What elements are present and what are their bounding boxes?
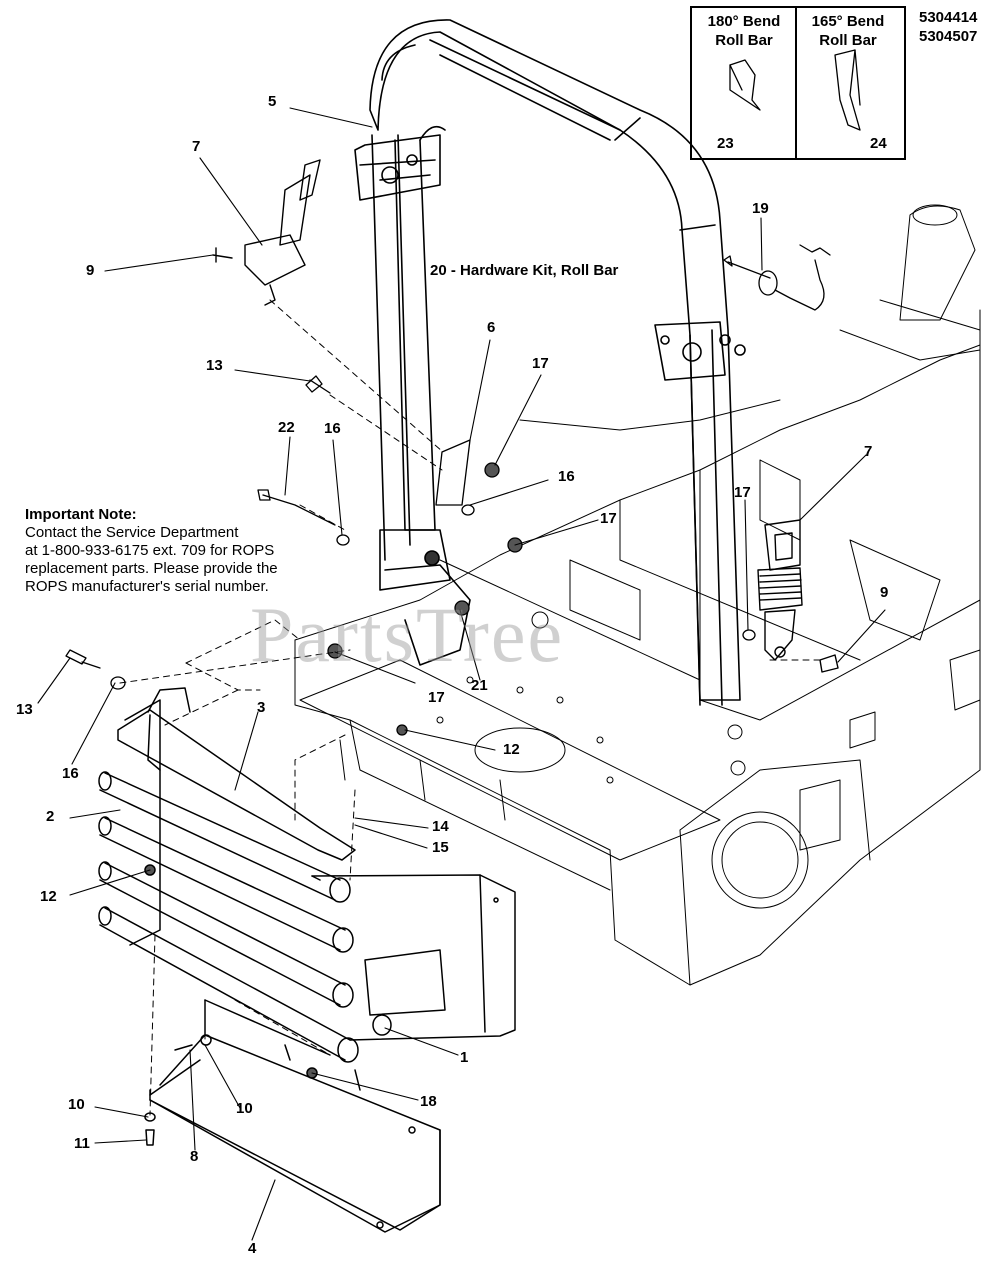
callout-10: 10 — [68, 1096, 85, 1113]
callout-5: 5 — [268, 93, 277, 110]
inset-divider — [795, 8, 797, 158]
callout-11: 11 — [74, 1135, 90, 1152]
important-note-line: ROPS manufacturer's serial number. — [25, 578, 269, 595]
inset-right-header: 165° Bend Roll Bar — [798, 12, 898, 50]
mower-frame — [294, 204, 981, 986]
callout-7: 7 — [192, 138, 201, 155]
important-note-line: replacement parts. Please provide the — [25, 560, 278, 577]
roll-bar-inset: 180° Bend Roll Bar 165° Bend Roll Bar 23… — [690, 6, 906, 160]
seat-belt-left — [212, 159, 321, 306]
callout-21: 21 — [471, 677, 488, 694]
roll-bar — [354, 19, 746, 706]
callout-13: 13 — [206, 357, 223, 374]
inset-left-header: 180° Bend Roll Bar — [694, 12, 794, 50]
inset-bends — [729, 49, 861, 131]
callout-9: 9 — [86, 262, 95, 279]
callout-3: 3 — [257, 699, 266, 716]
important-note-heading: Important Note: — [25, 506, 137, 523]
callout-8: 8 — [190, 1148, 199, 1165]
callout-17: 17 — [734, 484, 751, 501]
callout-7: 7 — [864, 443, 873, 460]
model-number-2: 5304507 — [919, 28, 978, 45]
callout-12: 12 — [40, 888, 57, 905]
callout-17: 17 — [600, 510, 617, 527]
callout-24: 24 — [870, 135, 887, 152]
callout-16: 16 — [62, 765, 79, 782]
callout-6: 6 — [487, 319, 496, 336]
seat-belt-right — [757, 519, 839, 673]
hardware-kit-label: 20 - Hardware Kit, Roll Bar — [430, 262, 619, 279]
callout-2: 2 — [46, 808, 55, 825]
callout-19: 19 — [752, 200, 769, 217]
important-note-line: Contact the Service Department — [25, 524, 239, 541]
callout-17: 17 — [428, 689, 445, 706]
callout-17: 17 — [532, 355, 549, 372]
skid-plate — [144, 999, 441, 1233]
callout-23: 23 — [717, 135, 734, 152]
callout-16: 16 — [558, 468, 575, 485]
callout-4: 4 — [248, 1240, 257, 1257]
callout-9: 9 — [880, 584, 889, 601]
bumper-tubes — [98, 699, 359, 1063]
callout-15: 15 — [432, 839, 449, 856]
hitch-pin — [723, 244, 831, 311]
callout-18: 18 — [420, 1093, 437, 1110]
leader-lines — [37, 107, 886, 1241]
watermark: PartsTree — [250, 591, 565, 678]
callout-13: 13 — [16, 701, 33, 718]
top-plate — [117, 687, 356, 861]
callout-10: 10 — [236, 1100, 253, 1117]
callout-14: 14 — [432, 818, 449, 835]
important-note: Important Note: Contact the Service Depa… — [25, 506, 278, 596]
callout-12: 12 — [503, 741, 520, 758]
important-note-line: at 1-800-933-6175 ext. 709 for ROPS — [25, 542, 275, 559]
callout-16: 16 — [324, 420, 341, 437]
inset-right-header-text: 165° Bend Roll Bar — [811, 13, 885, 49]
callout-22: 22 — [278, 419, 295, 436]
inset-left-header-text: 180° Bend Roll Bar — [707, 13, 781, 49]
model-number-1: 5304414 — [919, 9, 978, 26]
assembly-dashes — [119, 299, 821, 1116]
callout-1: 1 — [460, 1049, 469, 1066]
side-shield — [311, 874, 516, 1041]
